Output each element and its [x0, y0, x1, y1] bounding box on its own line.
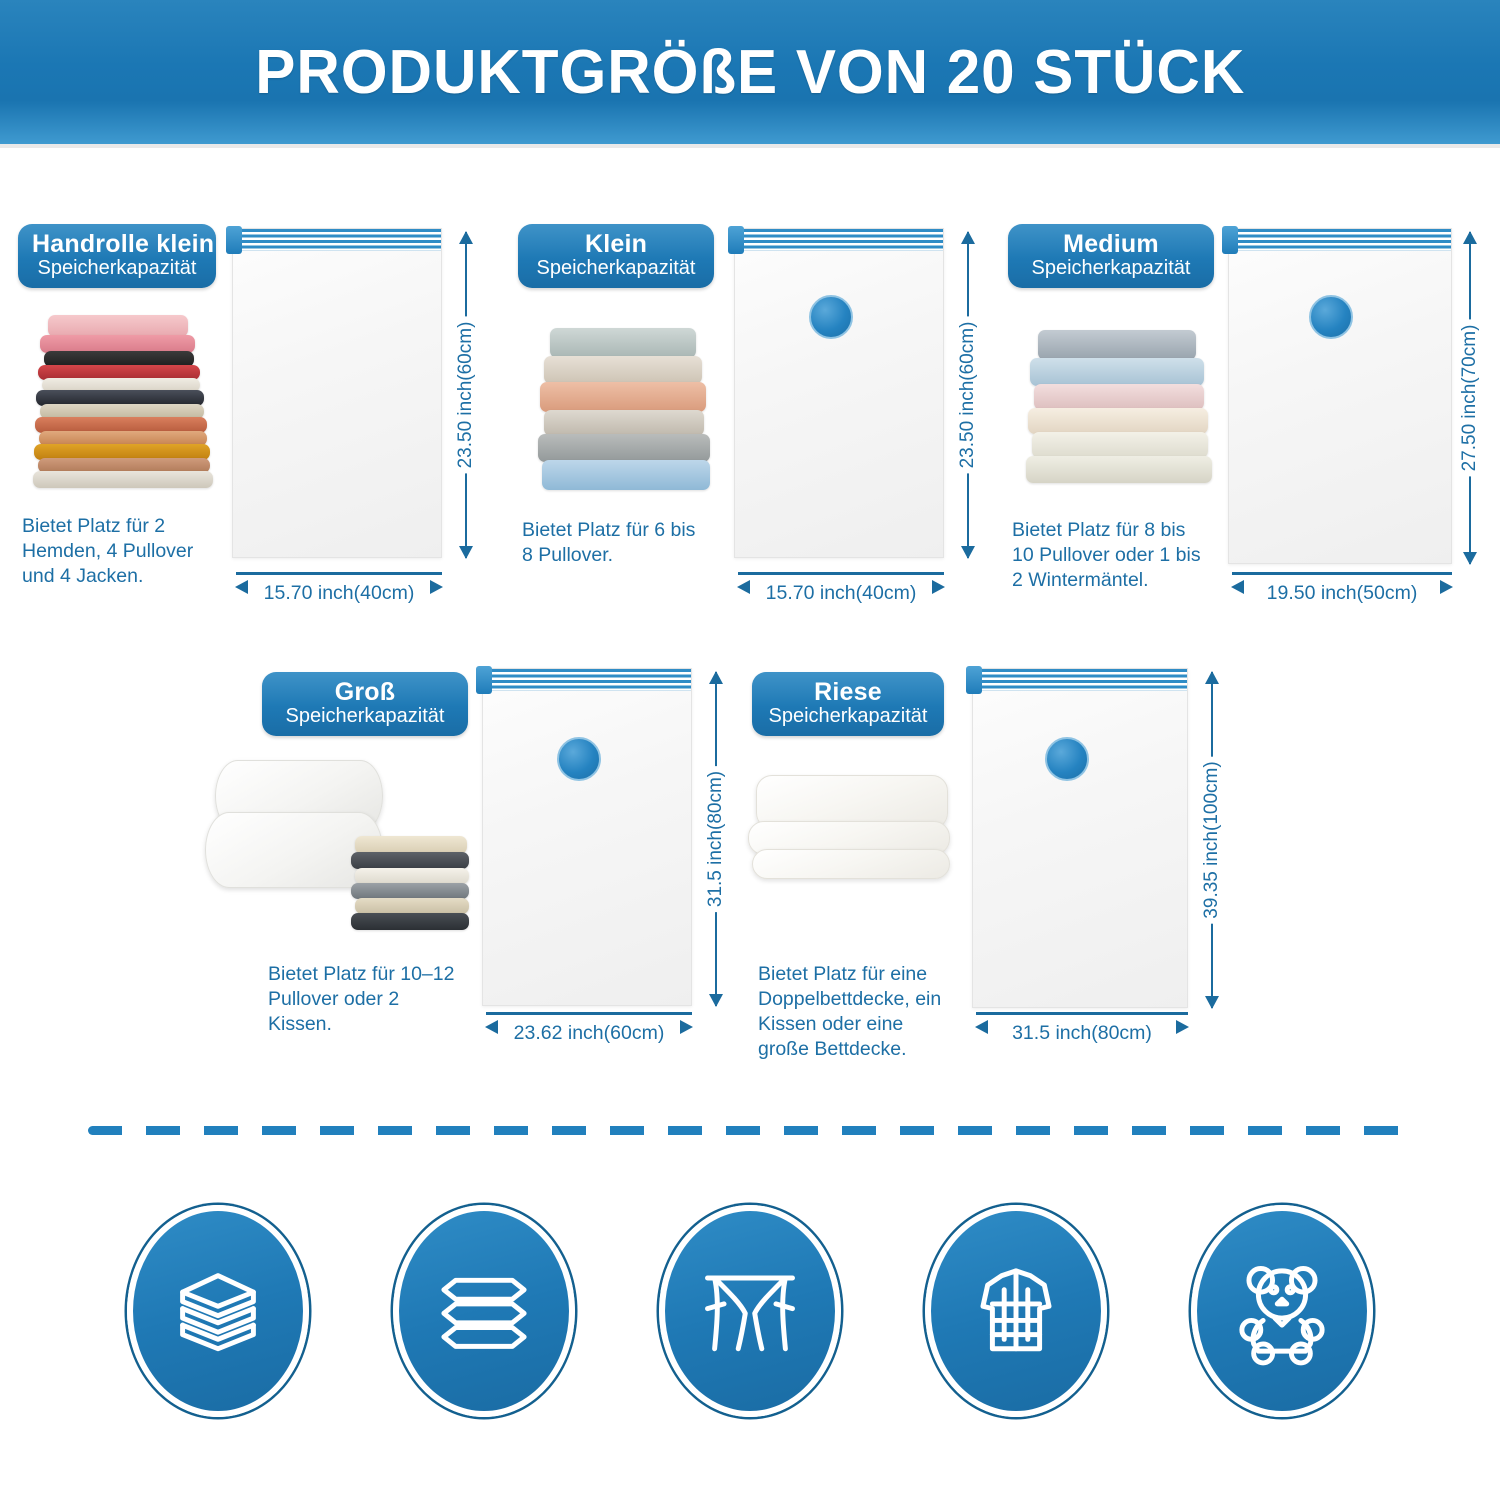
product-label-badge: Handrolle klein Speicherkapazität — [18, 224, 216, 288]
product-name: Medium — [1063, 230, 1159, 258]
product-content-illustration — [205, 760, 470, 940]
product-content-illustration — [748, 775, 958, 895]
zipper-tab — [728, 226, 744, 254]
height-dimension: 31.5 inch(80cm) — [702, 671, 730, 1007]
storage-bag-graphic — [728, 226, 944, 558]
header-banner: PRODUKTGRÖßE VON 20 STÜCK — [0, 0, 1500, 148]
product-name: Groß — [334, 678, 396, 706]
product-description: Bietet Platz für 8 bis 10 Pullover oder … — [1012, 519, 1201, 591]
height-dimension-label: 31.5 inch(80cm) — [702, 765, 730, 913]
height-dimension: 23.50 inch(60cm) — [452, 231, 480, 559]
width-dimension: 23.62 inch(60cm) — [485, 1012, 693, 1044]
usage-icon-row — [0, 1205, 1500, 1445]
product-description: Bietet Platz für 2 Hemden, 4 Pullover un… — [22, 515, 194, 587]
width-dimension: 19.50 inch(50cm) — [1231, 572, 1453, 604]
product-subtitle: Speicherkapazität — [285, 705, 445, 727]
width-dimension: 15.70 inch(40cm) — [737, 572, 945, 604]
zipper-tab — [476, 666, 492, 694]
air-valve — [809, 295, 853, 339]
storage-bag-graphic — [966, 666, 1188, 1008]
width-dimension-label: 31.5 inch(80cm) — [1012, 1022, 1152, 1044]
storage-bag-graphic — [226, 226, 442, 558]
zipper-strip — [226, 226, 441, 254]
zipper-tab — [1222, 226, 1238, 254]
product-subtitle: Speicherkapazität — [768, 705, 928, 727]
product-description: Bietet Platz für 10–12 Pullover oder 2 K… — [268, 963, 455, 1035]
height-dimension: 27.50 inch(70cm) — [1456, 231, 1484, 565]
zipper-strip — [966, 666, 1187, 694]
zipper-tab — [966, 666, 982, 694]
zipper-strip — [476, 666, 691, 694]
pillows-icon — [393, 1205, 575, 1417]
product-content-illustration — [30, 315, 220, 490]
product-label-badge: Groß Speicherkapazität — [262, 672, 468, 736]
jacket-sweater-icon — [925, 1205, 1107, 1417]
product-subtitle: Speicherkapazität — [536, 257, 696, 279]
height-dimension-label: 23.50 inch(60cm) — [954, 316, 982, 474]
product-content-illustration — [1022, 330, 1218, 485]
air-valve — [1309, 295, 1353, 339]
height-dimension-label: 27.50 inch(70cm) — [1456, 319, 1484, 477]
product-subtitle: Speicherkapazität — [1031, 257, 1191, 279]
dashed-divider — [88, 1126, 1418, 1135]
air-valve — [557, 737, 601, 781]
product-label-badge: Riese Speicherkapazität — [752, 672, 944, 736]
height-dimension-label: 23.50 inch(60cm) — [452, 316, 480, 474]
storage-bag-graphic — [1222, 226, 1452, 564]
width-dimension: 31.5 inch(80cm) — [975, 1012, 1189, 1044]
curtains-icon — [659, 1205, 841, 1417]
page-title: PRODUKTGRÖßE VON 20 STÜCK — [255, 37, 1245, 107]
zipper-tab — [226, 226, 242, 254]
height-dimension: 23.50 inch(60cm) — [954, 231, 982, 559]
product-label-badge: Medium Speicherkapazität — [1008, 224, 1214, 288]
folded-towels-icon — [127, 1205, 309, 1417]
width-dimension: 15.70 inch(40cm) — [235, 572, 443, 604]
height-dimension: 39.35 inch(100cm) — [1198, 671, 1226, 1009]
width-dimension-label: 23.62 inch(60cm) — [513, 1022, 665, 1044]
width-dimension-label: 15.70 inch(40cm) — [263, 582, 415, 604]
product-name: Klein — [584, 230, 648, 258]
zipper-strip — [1222, 226, 1451, 254]
width-dimension-label: 19.50 inch(50cm) — [1266, 582, 1418, 604]
product-description: Bietet Platz für 6 bis 8 Pullover. — [522, 519, 696, 566]
product-content-illustration — [536, 328, 716, 496]
teddy-bear-icon — [1191, 1205, 1373, 1417]
product-description: Bietet Platz für eine Doppelbettdecke, e… — [758, 963, 942, 1060]
product-label-badge: Klein Speicherkapazität — [518, 224, 714, 288]
air-valve — [1045, 737, 1089, 781]
product-subtitle: Speicherkapazität — [37, 257, 197, 279]
storage-bag-graphic — [476, 666, 692, 1006]
product-name: Riese — [814, 678, 882, 706]
height-dimension-label: 39.35 inch(100cm) — [1198, 756, 1226, 924]
zipper-strip — [728, 226, 943, 254]
product-name: Handrolle klein — [32, 230, 215, 258]
width-dimension-label: 15.70 inch(40cm) — [765, 582, 917, 604]
